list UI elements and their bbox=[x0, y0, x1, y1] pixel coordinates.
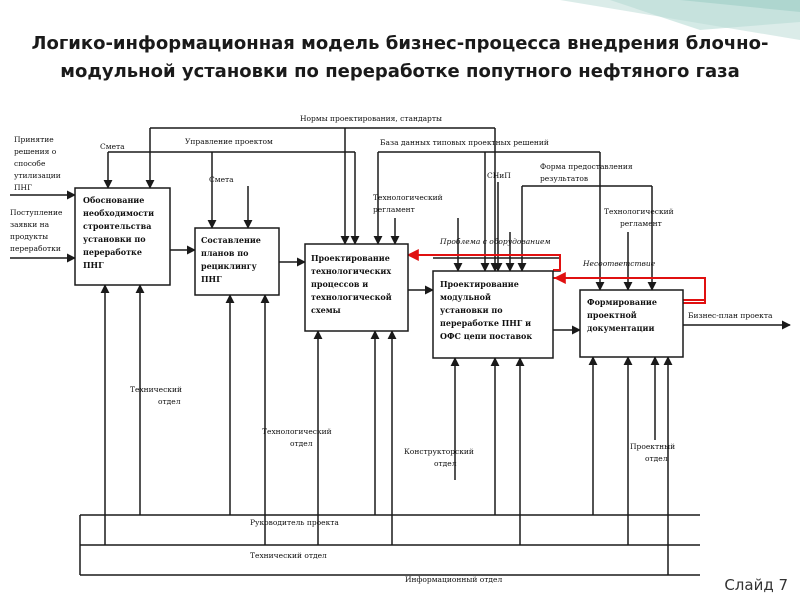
block-documentation[interactable]: Формирование проектной документации bbox=[579, 289, 684, 358]
block-text: рециклингу bbox=[201, 261, 258, 271]
label-text: заявки на bbox=[10, 220, 50, 229]
block-process-design[interactable]: Проектирование технологических процессов и… bbox=[304, 243, 409, 332]
block-text: процессов и bbox=[311, 279, 368, 289]
label-text: ПНГ bbox=[14, 183, 32, 192]
label-text: Технологический bbox=[262, 427, 332, 436]
label-text: утилизации bbox=[14, 171, 61, 180]
block-text: документации bbox=[587, 323, 654, 333]
label-text: регламент bbox=[620, 219, 662, 228]
label-text: решения о bbox=[14, 147, 57, 156]
label-text: переработки bbox=[10, 244, 61, 253]
control-label-tech-regulation-2: Технологический регламент bbox=[604, 207, 674, 228]
label-text: регламент bbox=[373, 205, 415, 214]
slide-title-line: модульной установки по переработке попут… bbox=[60, 61, 740, 82]
feedback-label-mismatch: Несоответствие bbox=[582, 259, 656, 268]
control-label-typical-db: База данных типовых проектных решений bbox=[380, 138, 549, 147]
mechanism-label-tech-process-dept: Технологический отдел bbox=[262, 427, 332, 448]
mechanism-label-design-bureau: Конструкторский отдел bbox=[404, 447, 474, 468]
label-text: отдел bbox=[290, 439, 313, 448]
block-text: переработке ПНГ и bbox=[440, 318, 531, 328]
mechanism-label-project-manager: Руководитель проекта bbox=[250, 518, 339, 527]
label-text: Технологический bbox=[604, 207, 674, 216]
block-text: переработке bbox=[83, 247, 142, 257]
slide-number: Слайд 7 bbox=[724, 576, 788, 594]
block-text: ПНГ bbox=[83, 260, 104, 270]
label-text: отдел bbox=[645, 454, 668, 463]
block-text: строительства bbox=[83, 221, 151, 231]
diagram-connectors bbox=[10, 127, 791, 576]
control-label-tech-regulation-1: Технологический регламент bbox=[373, 193, 443, 214]
label-text: отдел bbox=[158, 397, 181, 406]
block-text: Проектирование bbox=[311, 253, 390, 263]
input-label-requests: Поступление заявки на продукты переработки bbox=[10, 208, 63, 253]
slide-title: Логико-информационная модель бизнес-проц… bbox=[20, 30, 780, 86]
label-text: Технический bbox=[130, 385, 182, 394]
block-text: установки по bbox=[83, 234, 146, 244]
block-text: Формирование bbox=[587, 297, 657, 307]
block-text: Составление bbox=[201, 235, 261, 245]
block-text: модульной bbox=[440, 292, 491, 302]
control-label-estimate-1: Смета bbox=[100, 142, 125, 151]
label-text: результатов bbox=[540, 174, 588, 183]
label-text: отдел bbox=[434, 459, 457, 468]
block-text: Обоснование bbox=[83, 195, 144, 205]
label-text: Конструкторский bbox=[404, 447, 474, 456]
output-label-business-plan: Бизнес-план проекта bbox=[688, 311, 773, 320]
slide-title-line: Логико-информационная модель бизнес-проц… bbox=[31, 33, 769, 54]
control-label-results-form: Форма предоставления результатов bbox=[540, 162, 633, 183]
block-module-design[interactable]: Проектирование модульной установки по перер… bbox=[432, 270, 554, 359]
block-text: технологических bbox=[311, 266, 391, 276]
label-text: Проектный bbox=[630, 442, 675, 451]
label-text: Поступление bbox=[10, 208, 63, 217]
block-text: планов по bbox=[201, 248, 249, 258]
control-label-design-norms: Нормы проектирования, стандарты bbox=[300, 114, 442, 123]
label-text: способе bbox=[14, 159, 46, 168]
block-text: технологической bbox=[311, 292, 392, 302]
block-text: проектной bbox=[587, 310, 637, 320]
feedback-arrow bbox=[406, 249, 561, 271]
label-text: продукты bbox=[10, 232, 48, 241]
control-label-project-mgmt: Управление проектом bbox=[185, 137, 273, 146]
block-text: ПНГ bbox=[201, 274, 222, 284]
mechanism-label-project-dept: Проектный отдел bbox=[630, 442, 675, 463]
control-label-snip: СНиП bbox=[487, 171, 511, 180]
block-text: ОФС цепи поставок bbox=[440, 331, 532, 341]
connector-line bbox=[433, 257, 561, 272]
control-label-estimate-2: Смета bbox=[209, 175, 234, 184]
label-text: Форма предоставления bbox=[540, 162, 633, 171]
mechanism-label-info-dept: Информационный отдел bbox=[405, 575, 502, 584]
block-text: Проектирование bbox=[440, 279, 519, 289]
block-text: необходимости bbox=[83, 208, 154, 218]
feedback-label-equipment: Проблема с оборудованием bbox=[439, 237, 551, 246]
label-text: Принятие bbox=[14, 135, 54, 144]
mechanism-label-tech-dept-2: Технический отдел bbox=[250, 551, 327, 560]
block-text: установки по bbox=[440, 305, 503, 315]
block-justification[interactable]: Обоснование необходимости строительства уст… bbox=[74, 187, 171, 286]
mechanism-label-tech-dept: Технический отдел bbox=[130, 385, 182, 406]
feedback-arrow bbox=[553, 272, 706, 301]
block-text: схемы bbox=[311, 305, 341, 315]
label-text: Технологический bbox=[373, 193, 443, 202]
